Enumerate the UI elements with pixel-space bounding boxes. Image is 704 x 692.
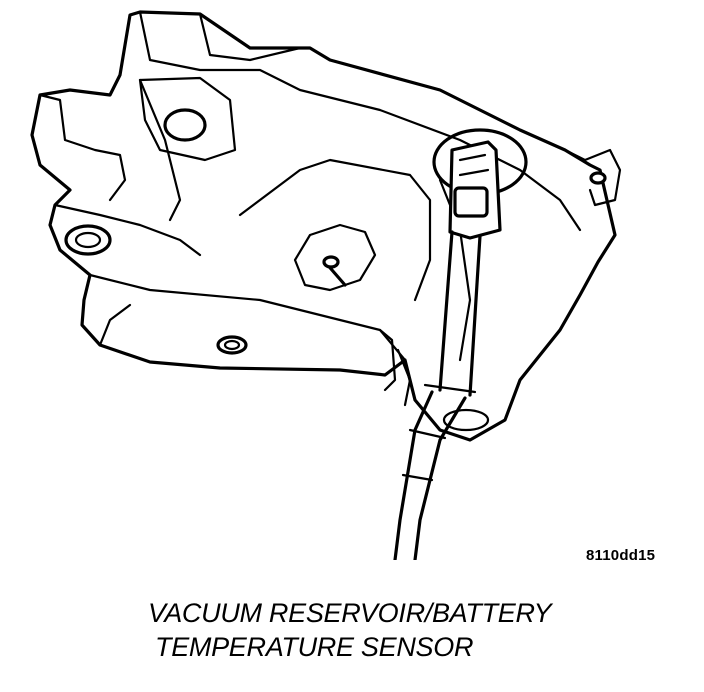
- reservoir-housing: [30, 10, 617, 442]
- left-mounting-bracket: [38, 93, 202, 257]
- figure-caption-line-1: VACUUM RESERVOIR/BATTERY: [148, 598, 552, 628]
- figure-reference-code: 8110dd15: [586, 547, 656, 564]
- temperature-sensor: [393, 140, 502, 560]
- vacuum-reservoir-illustration: [30, 10, 622, 560]
- upper-socket: [138, 76, 237, 222]
- center-pin-recess: [238, 158, 432, 302]
- figure-caption-line-2: TEMPERATURE SENSOR: [155, 632, 474, 662]
- bottom-clip: [378, 328, 412, 407]
- right-bracket-hole: [589, 171, 607, 185]
- lower-mounting-hole: [216, 335, 248, 355]
